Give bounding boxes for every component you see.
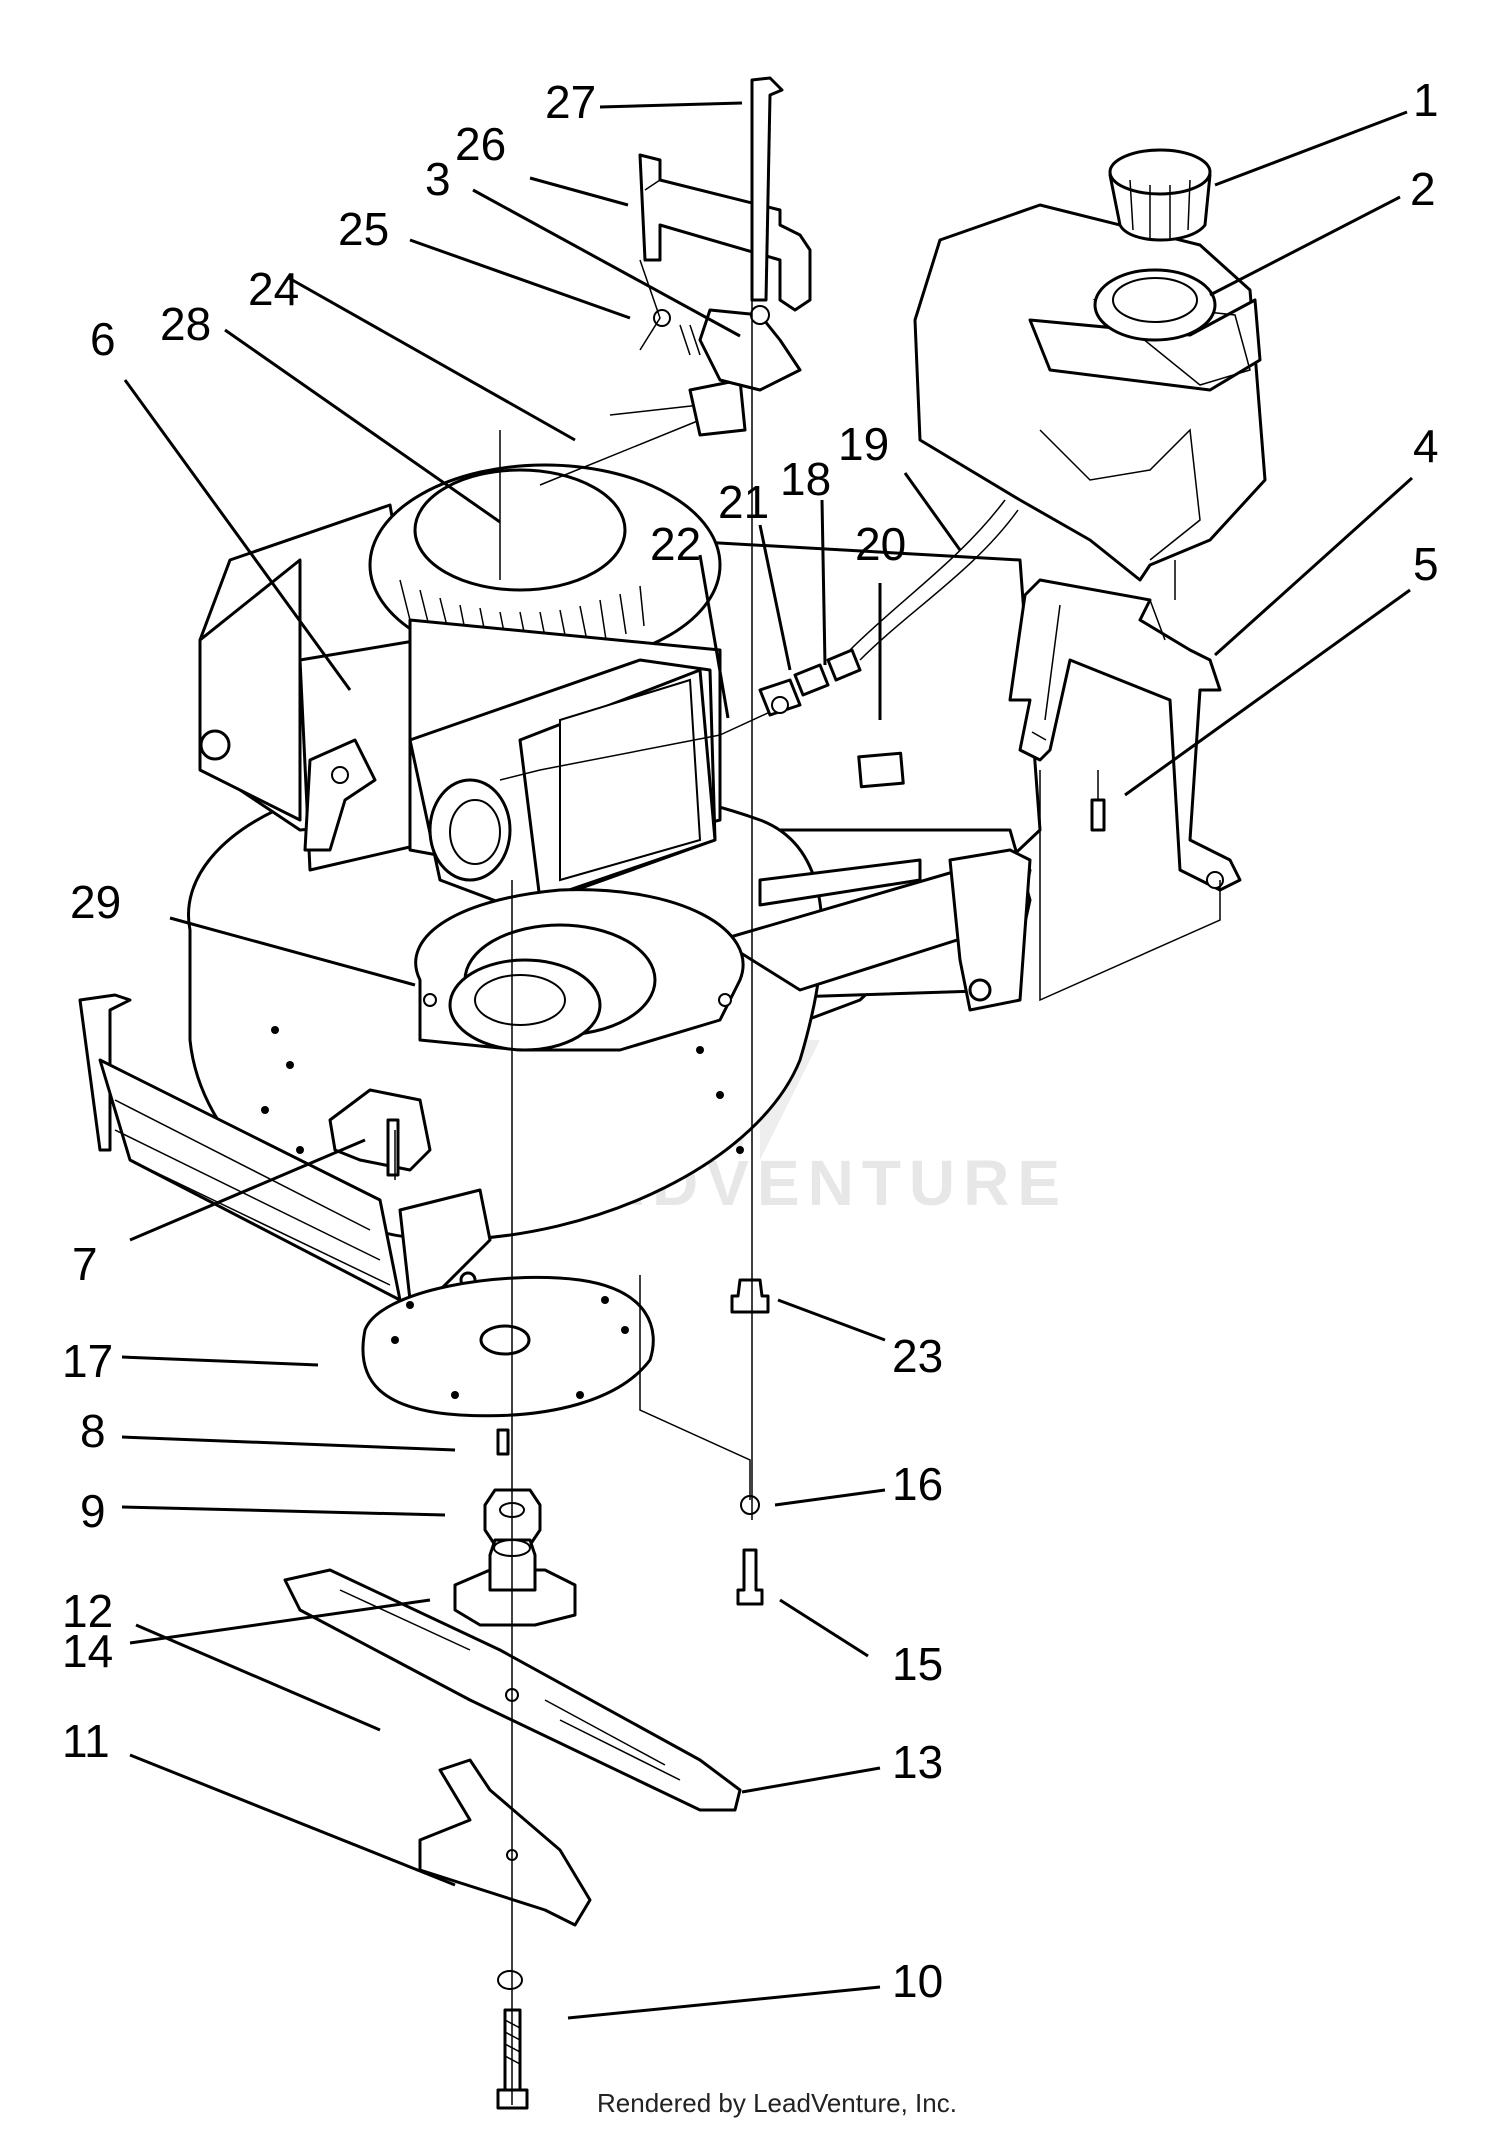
callout-9: 9	[80, 1485, 106, 1537]
fuel-tank	[913, 203, 1267, 582]
callout-2: 2	[1410, 163, 1436, 215]
deck-holes	[261, 1026, 744, 1154]
callout-14: 14	[62, 1625, 113, 1677]
callout-18: 18	[780, 453, 831, 505]
deck-bolt	[730, 1278, 770, 1314]
callout-26: 26	[455, 118, 506, 170]
callout-3: 3	[425, 153, 451, 205]
deflector-plate	[328, 1088, 432, 1177]
air-cleaner-housing	[408, 658, 717, 912]
baffle-holes	[391, 1296, 629, 1399]
callout-21: 21	[718, 476, 769, 528]
blade-stiffener	[418, 1758, 592, 1927]
blade-washer	[497, 1970, 523, 1990]
callout-19: 19	[838, 418, 889, 470]
callout-28: 28	[160, 298, 211, 350]
decal	[857, 751, 905, 789]
callout-7: 7	[72, 1238, 98, 1290]
control-bracket-plate	[638, 153, 812, 312]
callout-23: 23	[892, 1330, 943, 1382]
leader-lines	[121, 101, 1414, 2020]
callout-13: 13	[892, 1736, 943, 1788]
callout-17: 17	[62, 1335, 113, 1387]
callout-16: 16	[892, 1458, 943, 1510]
callout-24: 24	[248, 263, 299, 315]
woodruff-key	[496, 1428, 510, 1456]
baffle-plate	[361, 1275, 655, 1418]
callout-11: 11	[62, 1715, 110, 1767]
engine-assembly	[198, 463, 722, 912]
callout-22: 22	[650, 518, 701, 570]
callout-15: 15	[892, 1638, 943, 1690]
footer-credit: Rendered by LeadVenture, Inc.	[597, 2088, 957, 2118]
callout-29: 29	[70, 876, 121, 928]
fuel-cap	[1108, 148, 1212, 242]
assembly-axes	[394, 85, 1221, 2105]
control-cable	[499, 308, 802, 781]
bracket-bolt	[1090, 798, 1106, 832]
tank-bracket	[1008, 578, 1242, 892]
cap-screw	[736, 1548, 764, 1606]
callout-1: 1	[1413, 74, 1439, 126]
rod-nut	[750, 305, 770, 325]
callouts: 1 2 3 4 5 6 7 8 9 10 11 12 13 14 15 16 1…	[62, 74, 1439, 2007]
callout-10: 10	[892, 1955, 943, 2007]
callout-27: 27	[545, 76, 596, 128]
fuel-line	[719, 499, 1019, 736]
callout-25: 25	[338, 203, 389, 255]
callout-12: 12	[62, 1585, 113, 1637]
control-rod	[750, 76, 784, 302]
throttle-linkage	[303, 738, 377, 852]
pin-3	[679, 324, 701, 356]
blade-adapter-plate	[414, 888, 745, 1052]
blade-adapter	[453, 1538, 577, 1627]
callout-6: 6	[90, 313, 116, 365]
callout-20: 20	[855, 518, 906, 570]
callout-4: 4	[1413, 420, 1439, 472]
callout-5: 5	[1413, 538, 1439, 590]
callout-8: 8	[80, 1405, 106, 1457]
